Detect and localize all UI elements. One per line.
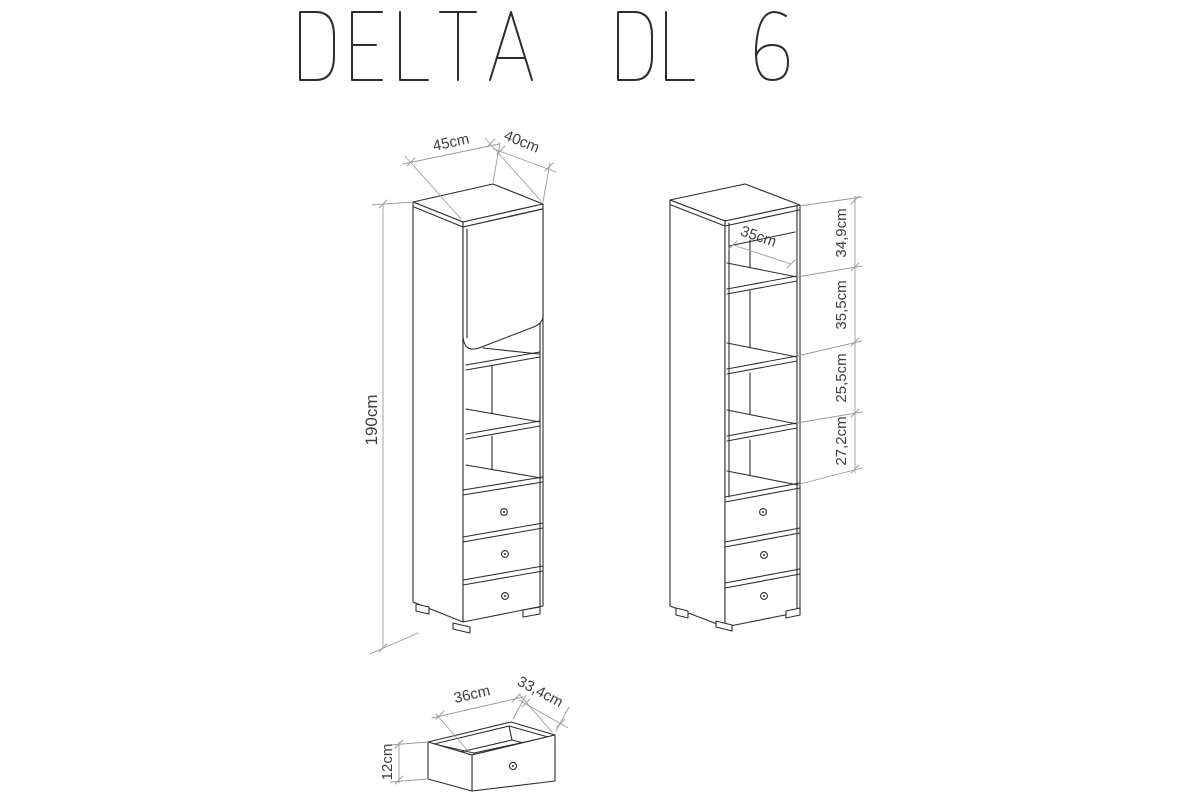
right-cabinet-shelf: [724, 470, 801, 503]
drawer-handle-icon: [508, 761, 518, 771]
segment-dim-label-1: 34,9cm: [833, 208, 850, 257]
right-cabinet-front-face: [724, 204, 801, 628]
left-height-dimension: 190cm: [362, 199, 419, 655]
left-cabinet-side-face: [412, 201, 464, 623]
right-cabinet-shelf: [726, 262, 798, 295]
segment-dim-label-2: 35,5cm: [833, 280, 850, 329]
drawer-width-dim-label: 36cm: [452, 682, 492, 707]
drawer-height-dim-label: 12cm: [379, 744, 396, 781]
drawer-detail-drawing: 36cm 33,4cm 12cm: [379, 673, 570, 792]
left-cabinet-shelf: [462, 464, 544, 496]
left-cabinet-door: [462, 208, 544, 350]
left-cabinet-drawer-lines: [462, 522, 544, 586]
right-segment-dimensions: 34,9cm 35,5cm 25,5cm 27,2cm: [796, 195, 863, 485]
left-cabinet-feet: [415, 603, 541, 634]
segment-dim-label-4: 27,2cm: [833, 416, 850, 465]
drawer-side-panel: [427, 741, 473, 792]
drawer-depth-dim-label: 33,4cm: [514, 673, 565, 711]
right-cabinet-drawing: 35cm 34,9cm 35,5cm 25,5cm 27,2cm: [669, 183, 863, 632]
right-cabinet-shelf: [726, 342, 798, 375]
drawer-depth-dimension: 33,4cm: [512, 673, 570, 732]
left-cabinet-drawing: 45cm 40cm 190cm: [362, 127, 557, 655]
segment-dim-label-3: 25,5cm: [833, 353, 850, 402]
right-cabinet-shelf: [726, 409, 798, 442]
right-cabinet-side-face: [669, 199, 726, 628]
right-cabinet-drawer-lines: [724, 527, 801, 589]
left-depth-dim-label: 40cm: [501, 127, 541, 157]
drawer-handle-icon: [500, 508, 509, 600]
right-cabinet-feet: [675, 607, 801, 632]
left-cabinet-shelf: [465, 408, 541, 440]
left-height-dim-label: 190cm: [362, 394, 381, 445]
page-title-glyphs: DELTA DL 6: [299, 11, 789, 81]
drawer-handle-icon: [759, 508, 768, 600]
drawer-height-dimension: 12cm: [379, 739, 429, 785]
page-title: DELTA DL 6: [600, 58, 612, 61]
